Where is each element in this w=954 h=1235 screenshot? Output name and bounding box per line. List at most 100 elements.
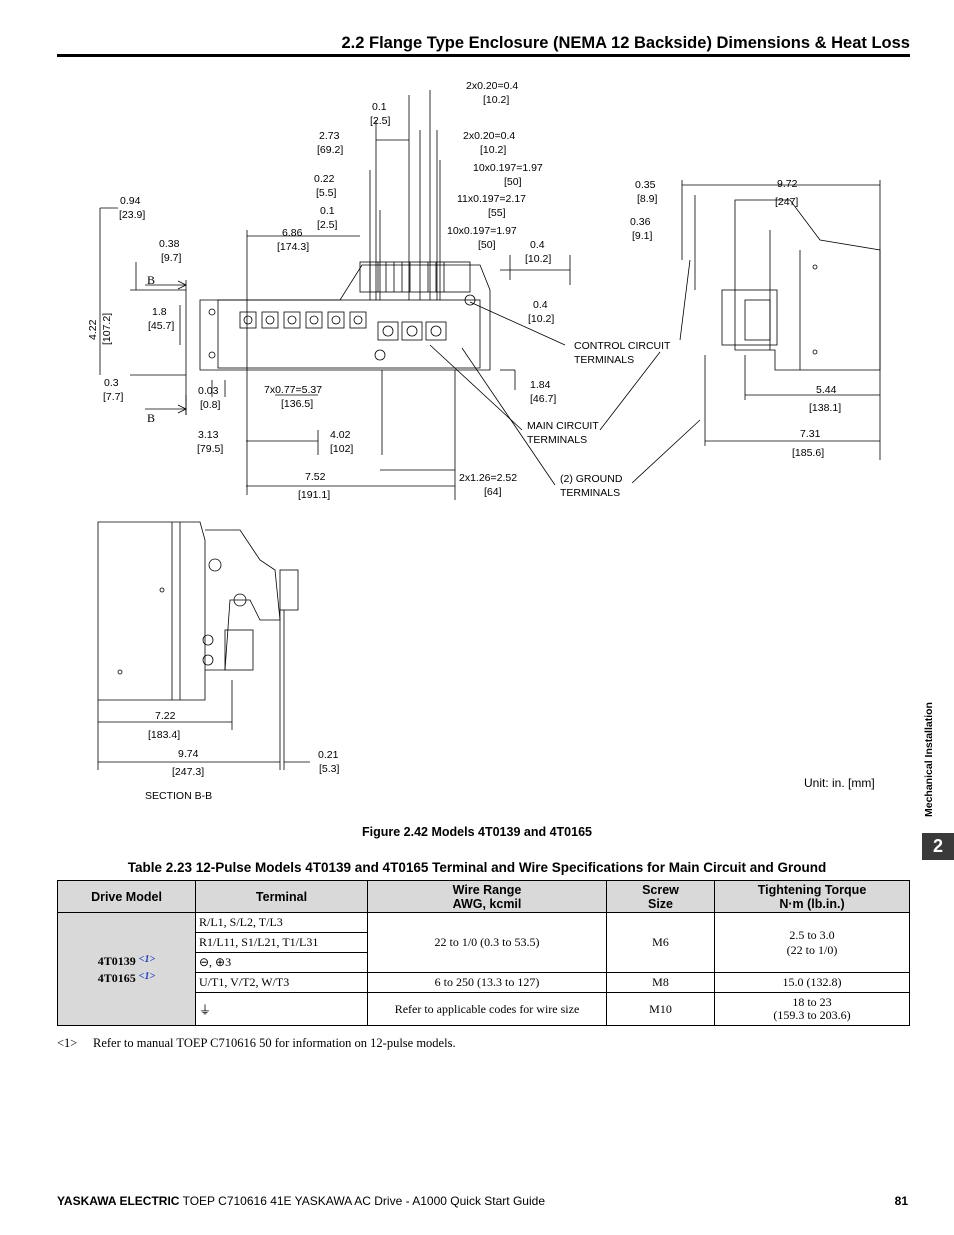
dim-722: 7.22 xyxy=(155,710,176,722)
dim-313-mm: [79.5] xyxy=(197,443,223,455)
terminal-cell: U/T1, V/T2, W/T3 xyxy=(195,972,368,993)
footer-brand: YASKAWA ELECTRIC xyxy=(57,1194,180,1208)
section-b-b-label: SECTION B-B xyxy=(145,790,212,802)
dim-184-mm: [46.7] xyxy=(530,393,556,405)
dim-972: 9.72 xyxy=(777,178,798,190)
dim-402-mm: [102] xyxy=(330,443,353,455)
dim-731: 7.31 xyxy=(800,428,821,440)
dim-021: 0.21 xyxy=(318,749,339,761)
dim-021-mm: [5.3] xyxy=(319,763,340,775)
ground-terminal-icon: ⏚ xyxy=(195,992,368,1026)
torque-cell: 18 to 23(159.3 to 203.6) xyxy=(714,992,910,1026)
dim-11x197: 11x0.197=2.17 xyxy=(457,193,526,205)
table-row: ⏚ Refer to applicable codes for wire siz… xyxy=(58,992,910,1026)
dim-7x077: 7x0.77=5.37 xyxy=(264,384,322,396)
section-terminal-block xyxy=(224,629,254,671)
screw-size-cell: M6 xyxy=(606,912,715,973)
dim-2x020-b: 2x0.20=0.4 xyxy=(463,130,515,142)
header-rule xyxy=(57,54,910,57)
chapter-tab[interactable]: 2 xyxy=(922,833,954,860)
control-terminal-pins xyxy=(369,262,445,292)
side-terminal-block xyxy=(721,289,778,346)
drive-model-cell: 4T0139 <1> 4T0165 <1> xyxy=(57,912,196,1026)
dim-003-mm: [0.8] xyxy=(200,399,221,411)
dim-722-mm: [183.4] xyxy=(148,729,180,741)
dim-2x126-mm: [64] xyxy=(484,486,502,498)
label-main-circuit-2: TERMINALS xyxy=(527,434,587,446)
dim-184: 1.84 xyxy=(530,379,551,391)
section-dimension-lines xyxy=(97,610,310,770)
dim-2x126: 2x1.26=2.52 xyxy=(459,472,517,484)
dim-422-mm: [107.2] xyxy=(101,313,113,345)
dim-18-mm: [45.7] xyxy=(148,320,174,332)
dim-01-b-mm: [2.5] xyxy=(317,219,338,231)
torque-cell: 2.5 to 3.0(22 to 1/0) xyxy=(714,912,910,973)
label-main-circuit-1: MAIN CIRCUIT xyxy=(527,420,599,432)
side-section-name: Mechanical Installation xyxy=(923,702,935,817)
drive-side-outline xyxy=(734,199,881,371)
dim-04-b-mm: [10.2] xyxy=(528,313,554,325)
wire-range-cell: 6 to 250 (13.3 to 127) xyxy=(367,972,607,993)
dim-01-b: 0.1 xyxy=(320,205,335,217)
footer: YASKAWA ELECTRIC TOEP C710616 41E YASKAW… xyxy=(57,1194,545,1208)
footnote-marker: <1> xyxy=(57,1036,78,1050)
screw-size-cell: M10 xyxy=(606,992,715,1026)
dimension-drawing: 2x0.20=0.4 [10.2] 0.1 [2.5] 2.73 [69.2] … xyxy=(87,80,881,802)
dim-7x077-mm: [136.5] xyxy=(281,398,313,410)
dim-022: 0.22 xyxy=(314,173,335,185)
section-title: 2.2 Flange Type Enclosure (NEMA 12 Backs… xyxy=(341,34,910,52)
dim-094: 0.94 xyxy=(120,195,141,207)
dim-422: 4.22 xyxy=(87,319,99,340)
label-control-circuit-2: TERMINALS xyxy=(574,354,634,366)
dim-094-mm: [23.9] xyxy=(119,209,145,221)
label-ground-1: (2) GROUND xyxy=(560,473,623,485)
footnote-text: Refer to manual TOEP C710616 50 for info… xyxy=(93,1036,456,1050)
drive-front-inner xyxy=(217,299,481,369)
note-ref-link[interactable]: <1> xyxy=(138,954,156,965)
dim-686-mm: [174.3] xyxy=(277,241,309,253)
page-number: 81 xyxy=(894,1194,908,1208)
screw-size-cell: M8 xyxy=(606,972,715,993)
label-ground-2: TERMINALS xyxy=(560,487,620,499)
unit-note: Unit: in. [mm] xyxy=(804,776,875,790)
table-row: U/T1, V/T2, W/T3 6 to 250 (13.3 to 127) … xyxy=(58,972,910,993)
dim-972-mm: [247] xyxy=(775,196,798,208)
dim-2x020-b-mm: [10.2] xyxy=(480,144,506,156)
drive-front-outline xyxy=(199,264,491,371)
model-4t0139: 4T0139 xyxy=(97,954,136,968)
front-dimension-lines xyxy=(99,90,571,500)
dim-04-a-mm: [10.2] xyxy=(525,253,551,265)
dim-2x020-top: 2x0.20=0.4 xyxy=(466,80,518,92)
dim-974-mm: [247.3] xyxy=(172,766,204,778)
model-4t0165: 4T0165 xyxy=(97,971,136,985)
section-outline xyxy=(97,521,206,701)
dim-11x197-mm: [55] xyxy=(488,207,506,219)
dim-18: 1.8 xyxy=(152,306,167,318)
dim-2x020-top-mm: [10.2] xyxy=(483,94,509,106)
dim-273-mm: [69.2] xyxy=(317,144,343,156)
dim-974: 9.74 xyxy=(178,748,199,760)
dim-036: 0.36 xyxy=(630,216,651,228)
dim-003: 0.03 xyxy=(198,385,219,397)
dim-752: 7.52 xyxy=(305,471,326,483)
dim-036-mm: [9.1] xyxy=(632,230,653,242)
dim-035: 0.35 xyxy=(635,179,656,191)
dim-03: 0.3 xyxy=(104,377,119,389)
header-terminal: Terminal xyxy=(195,880,368,913)
dim-01-top: 0.1 xyxy=(372,101,387,113)
dim-10x197-b-mm: [50] xyxy=(478,239,496,251)
footnote: <1> Refer to manual TOEP C710616 50 for i… xyxy=(57,1036,456,1051)
dim-035-mm: [8.9] xyxy=(637,193,658,205)
dim-04-a: 0.4 xyxy=(530,239,545,251)
note-ref-link[interactable]: <1> xyxy=(138,971,156,982)
terminal-cell: R1/L11, S1/L21, T1/L31 xyxy=(195,932,368,953)
torque-cell: 15.0 (132.8) xyxy=(714,972,910,993)
dim-022-mm: [5.5] xyxy=(316,187,337,199)
table-row: 4T0139 <1> 4T0165 <1> R/L1, S/L2, T/L3 2… xyxy=(57,912,910,1026)
dim-273: 2.73 xyxy=(319,130,340,142)
section-mark-b-bottom: B xyxy=(147,411,155,425)
header-drive-model: Drive Model xyxy=(57,880,196,913)
dim-686: 6.86 xyxy=(282,227,303,239)
